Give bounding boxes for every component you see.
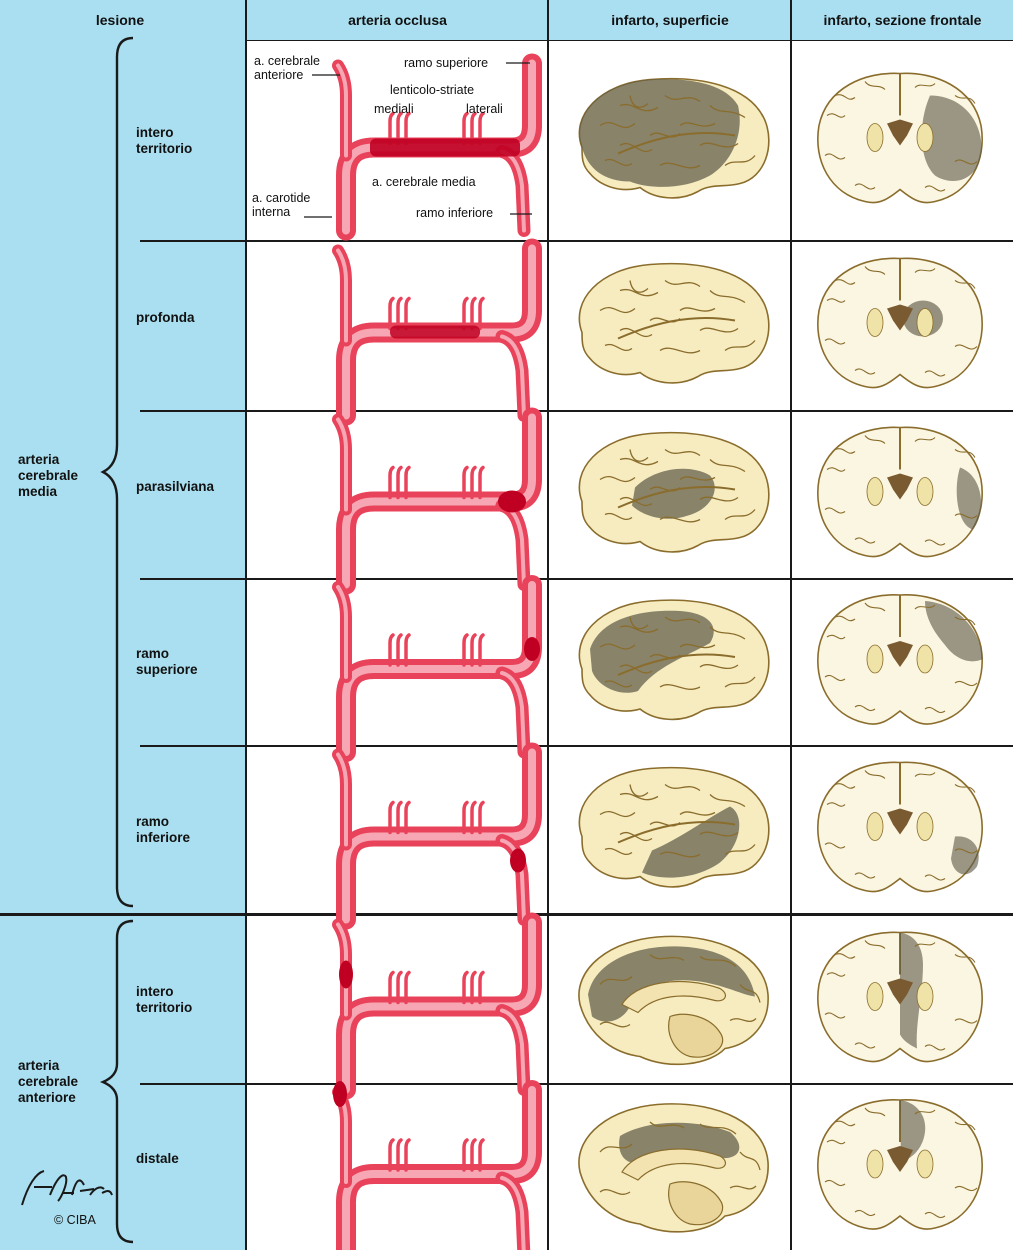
- row-divider: [140, 745, 1013, 747]
- row-label: ramo inferiore: [136, 814, 190, 846]
- surface-infarct-brain: [560, 248, 780, 403]
- surface-infarct-brain: [560, 1091, 780, 1243]
- artery-diagram: [250, 244, 550, 407]
- artery-diagram: [250, 582, 550, 742]
- row-label: profonda: [136, 310, 195, 326]
- row-divider: [140, 410, 1013, 412]
- group-divider: [0, 913, 1013, 916]
- coronal-section-brain: [805, 586, 995, 738]
- row-label: intero territorio: [136, 984, 192, 1016]
- group-label-aca: arteria cerebrale anteriore: [18, 1058, 78, 1106]
- artery-diagram: [250, 1087, 550, 1247]
- artery-diagram: [250, 919, 550, 1080]
- row-label: parasilviana: [136, 479, 214, 495]
- surface-infarct-brain: [560, 418, 780, 571]
- surface-infarct-brain: [560, 923, 780, 1076]
- surface-infarct-brain: [560, 753, 780, 906]
- group-label-mca: arteria cerebrale media: [18, 452, 78, 500]
- coronal-section-brain: [805, 418, 995, 571]
- signature-logo: © CIBA: [14, 1165, 124, 1235]
- artery-diagram: [250, 414, 550, 575]
- surface-infarct-brain: [560, 586, 780, 738]
- coronal-section-brain: [805, 753, 995, 906]
- row-label: distale: [136, 1151, 179, 1167]
- coronal-section-brain: [805, 923, 995, 1076]
- coronal-section-brain: [805, 248, 995, 403]
- leader-lines: [0, 0, 1013, 250]
- coronal-section-brain: [805, 1091, 995, 1243]
- copyright-text: © CIBA: [54, 1213, 96, 1227]
- row-divider: [140, 578, 1013, 580]
- row-label: ramo superiore: [136, 646, 198, 678]
- row-divider: [140, 1083, 1013, 1085]
- artery-diagram: [250, 749, 550, 910]
